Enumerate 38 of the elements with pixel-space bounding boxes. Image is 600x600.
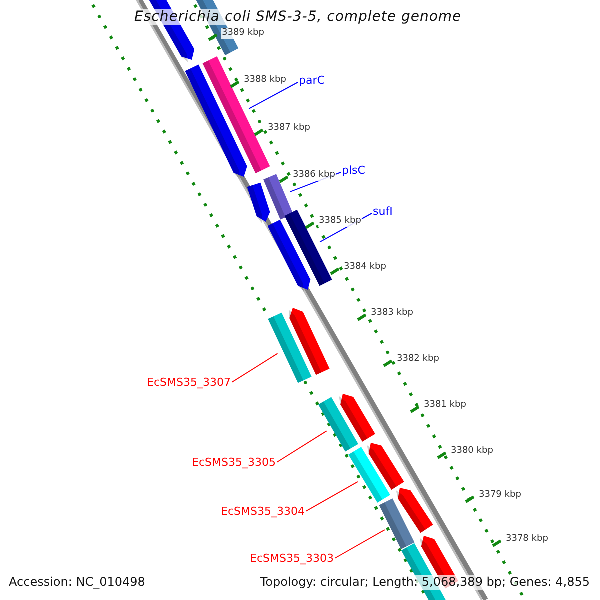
gene-segment	[268, 312, 312, 384]
scale-label: 3382 kbp	[396, 354, 440, 365]
genome-summary: Topology: circular; Length: 5,068,389 bp; Genes: 4,855	[260, 575, 590, 590]
scale-label: 3383 kbp	[370, 308, 414, 319]
scale-label: 3386 kbp	[292, 170, 336, 181]
leader-line	[334, 530, 386, 559]
gene-label: sufI	[373, 205, 393, 218]
scale-label: 3380 kbp	[450, 446, 494, 457]
scale-label: 3388 kbp	[243, 75, 288, 86]
scale-label: 3384 kbp	[343, 262, 388, 273]
gene-segment	[247, 182, 270, 224]
leader-line	[231, 353, 278, 383]
leader-line	[305, 481, 358, 512]
scale-label: 3387 kbp	[267, 123, 312, 134]
gene-segment	[264, 174, 294, 220]
gene-label: plsC	[342, 164, 366, 177]
gene-segment	[288, 308, 330, 376]
gene-segment	[379, 498, 415, 550]
gene-segment	[348, 447, 390, 503]
gene-segment	[396, 488, 434, 534]
leader-line	[248, 82, 298, 110]
scale-label: 3389 kbp	[221, 28, 266, 39]
gene-label: EcSMS35_3304	[221, 505, 305, 518]
accession-text: Accession: NC_010498	[9, 575, 146, 590]
gene-segment	[268, 220, 311, 292]
gene-label: EcSMS35_3303	[250, 552, 334, 565]
scale-label: 3385 kbp	[318, 216, 362, 227]
scale-label: 3378 kbp	[505, 534, 550, 545]
gene-segment	[367, 443, 404, 490]
gene-segment	[339, 394, 376, 442]
leader-line	[276, 430, 328, 463]
gene-label: parC	[299, 74, 325, 87]
gene-label: EcSMS35_3307	[147, 376, 231, 389]
gene-segment	[202, 56, 270, 174]
gene-segment	[318, 397, 358, 452]
gene-label: EcSMS35_3305	[192, 456, 276, 469]
scale-label: 3379 kbp	[478, 490, 522, 501]
scale-label: 3381 kbp	[423, 400, 468, 411]
